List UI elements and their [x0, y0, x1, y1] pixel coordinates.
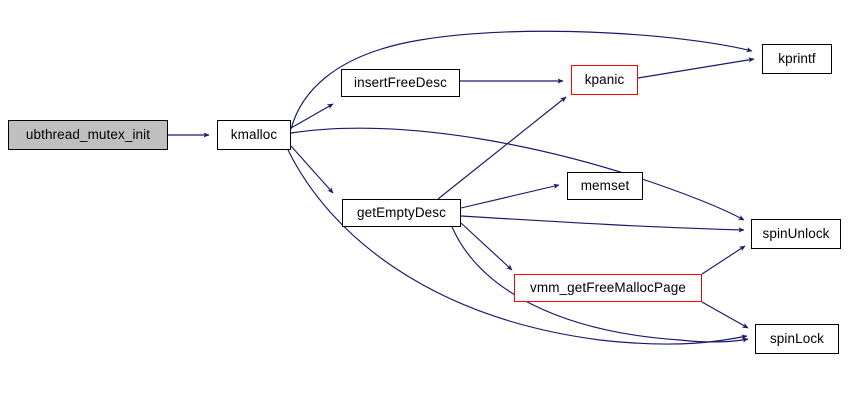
node-kprintf[interactable]: kprintf — [762, 44, 832, 74]
edge-getEmptyDesc-to-memset — [460, 183, 560, 209]
edge-kmalloc-to-kprintf — [290, 30, 753, 130]
node-spinLock[interactable]: spinLock — [755, 324, 839, 354]
node-memset[interactable]: memset — [567, 172, 643, 200]
edge-kmalloc-to-spinUnlock — [290, 127, 745, 221]
edge-group — [168, 30, 755, 345]
edge-getEmptyDesc-to-spinLock — [451, 226, 749, 343]
node-label-getEmptyDesc: getEmptyDesc — [357, 205, 446, 221]
edge-kmalloc-to-insertFreeDesc — [290, 103, 334, 129]
edge-vmm_getFreeMallocPage-to-spinUnlock — [701, 245, 746, 275]
edge-kmalloc-to-spinLock — [287, 149, 748, 345]
node-label-kmalloc: kmalloc — [230, 127, 278, 143]
node-label-memset: memset — [580, 178, 630, 194]
node-label-kpanic: kpanic — [584, 72, 625, 88]
edge-kpanic-to-kprintf — [637, 57, 755, 79]
edge-getEmptyDesc-to-spinUnlock — [460, 215, 745, 233]
edge-kmalloc-to-getEmptyDesc — [290, 145, 334, 194]
node-spinUnlock[interactable]: spinUnlock — [751, 219, 841, 249]
node-label-insertFreeDesc: insertFreeDesc — [354, 75, 447, 91]
node-label-ubthread_mutex_init: ubthread_mutex_init — [25, 127, 151, 143]
edge-vmm_getFreeMallocPage-to-spinLock — [701, 301, 749, 329]
node-kpanic[interactable]: kpanic — [571, 65, 638, 95]
edge-getEmptyDesc-to-kpanic — [437, 96, 567, 200]
node-label-kprintf: kprintf — [778, 51, 816, 67]
node-label-spinLock: spinLock — [769, 331, 825, 347]
node-getEmptyDesc[interactable]: getEmptyDesc — [342, 199, 461, 227]
edge-getEmptyDesc-to-vmm_getFreeMallocPage — [460, 222, 513, 271]
node-label-spinUnlock: spinUnlock — [762, 226, 830, 242]
node-label-vmm_getFreeMallocPage: vmm_getFreeMallocPage — [530, 280, 686, 296]
node-vmm_getFreeMallocPage[interactable]: vmm_getFreeMallocPage — [514, 274, 702, 302]
node-insertFreeDesc[interactable]: insertFreeDesc — [341, 69, 460, 97]
node-ubthread_mutex_init[interactable]: ubthread_mutex_init — [8, 120, 168, 150]
node-kmalloc[interactable]: kmalloc — [217, 120, 291, 150]
